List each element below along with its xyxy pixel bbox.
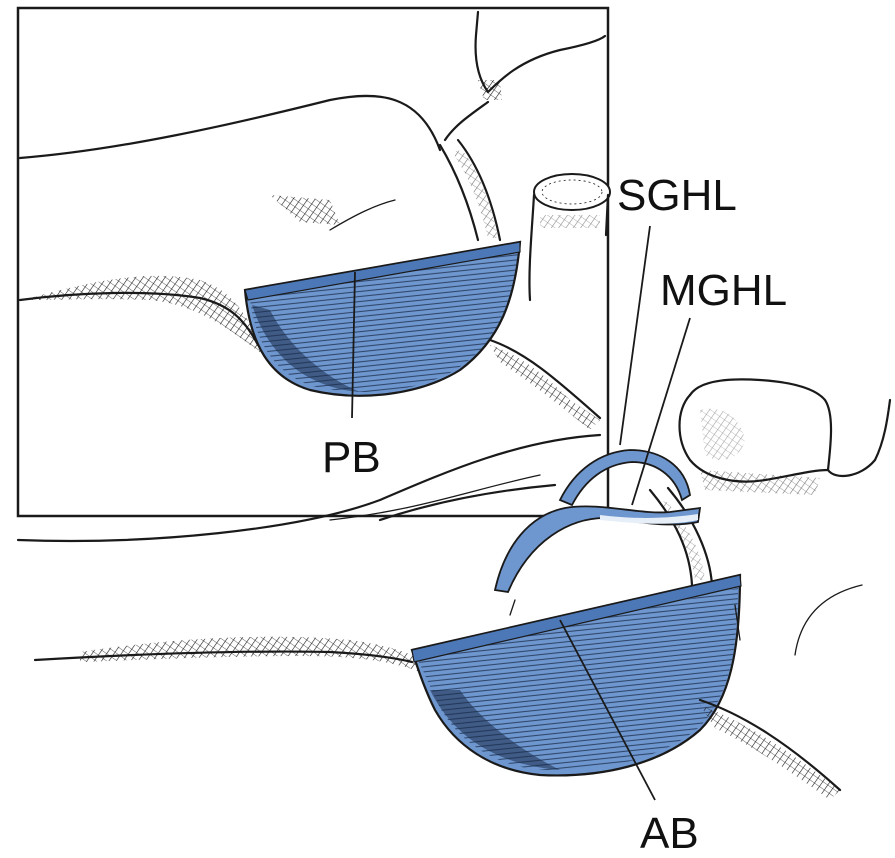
sghl-label: SGHL <box>617 171 737 220</box>
main-right-hatch <box>700 705 840 800</box>
inset-panel: PB <box>18 8 610 516</box>
sghl-leader <box>620 226 650 445</box>
mghl-label: MGHL <box>660 266 787 315</box>
main-humeral-head <box>680 379 891 495</box>
ab-label: AB <box>640 809 699 858</box>
pb-label: PB <box>322 433 381 482</box>
main-left-tick <box>510 600 515 615</box>
inset-frame <box>18 8 608 516</box>
main-right-arc <box>795 585 862 655</box>
